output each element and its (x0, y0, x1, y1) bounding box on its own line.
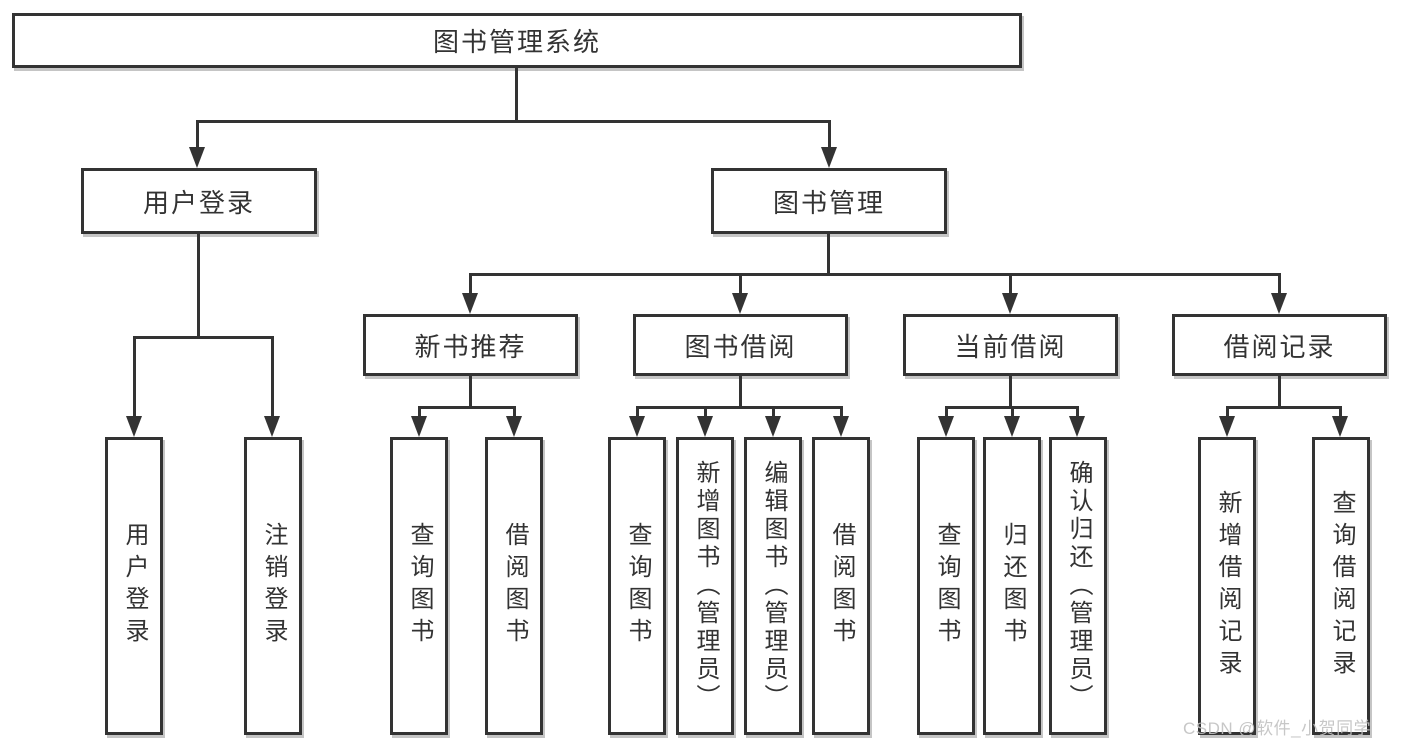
node-label: 新书推荐 (414, 331, 527, 362)
leaf-logout: 注销登录 (244, 437, 302, 735)
arrow-down-icon (697, 406, 713, 437)
connector-line (469, 273, 1281, 276)
node-label: 图书借阅 (684, 331, 797, 362)
arrow-down-icon (126, 336, 142, 437)
csdn-watermark: CSDN @软件_小贺同学 (1183, 719, 1372, 738)
arrow-down-icon (411, 406, 427, 437)
node-borrowing-records: 借阅记录 (1172, 314, 1387, 376)
leaf-borrow-books: 借阅图书 (812, 437, 870, 735)
leaf-label: 查询图书 (406, 522, 433, 650)
leaf-label: 借阅图书 (828, 522, 855, 650)
arrow-down-icon (1332, 406, 1348, 437)
leaf-add-borrow-record: 新增借阅记录 (1198, 437, 1256, 735)
leaf-borrow-books-recommend: 借阅图书 (485, 437, 543, 735)
arrow-down-icon (765, 406, 781, 437)
arrow-down-icon (462, 273, 478, 314)
connector-line (1009, 376, 1012, 408)
node-library-management-system: 图书管理系统 (12, 13, 1022, 68)
arrow-down-icon (1219, 406, 1235, 437)
leaf-label: 用户登录 (121, 522, 148, 650)
connector-line (133, 336, 274, 339)
leaf-query-books-borrow: 查询图书 (608, 437, 666, 735)
leaf-query-books-recommend: 查询图书 (390, 437, 448, 735)
arrow-down-icon (1002, 273, 1018, 314)
arrow-down-icon (1069, 406, 1085, 437)
connector-line (1226, 406, 1341, 409)
leaf-label: 新增图书（管理员） (692, 460, 719, 712)
node-label: 用户登录 (142, 187, 255, 218)
arrow-down-icon (821, 120, 837, 168)
node-book-borrowing: 图书借阅 (633, 314, 848, 376)
arrow-down-icon (1004, 406, 1020, 437)
node-user-login: 用户登录 (81, 168, 317, 234)
node-label: 图书管理 (772, 187, 885, 218)
leaf-add-books-admin: 新增图书（管理员） (676, 437, 734, 735)
leaf-label: 确认归还（管理员） (1065, 460, 1092, 712)
connector-line (515, 68, 518, 123)
connector-line (469, 376, 472, 408)
node-current-borrowing: 当前借阅 (903, 314, 1118, 376)
connector-line (418, 406, 516, 409)
node-label: 借阅记录 (1223, 331, 1336, 362)
connector-line (196, 120, 831, 123)
arrow-down-icon (833, 406, 849, 437)
connector-line (197, 234, 200, 339)
leaf-label: 查询图书 (933, 522, 960, 650)
leaf-label: 注销登录 (260, 522, 287, 650)
leaf-label: 归还图书 (999, 522, 1026, 650)
leaf-label: 查询借阅记录 (1328, 490, 1355, 682)
node-new-book-recommendation: 新书推荐 (363, 314, 578, 376)
node-book-management: 图书管理 (711, 168, 947, 234)
connector-line (739, 376, 742, 408)
connector-line (636, 406, 842, 409)
arrow-down-icon (189, 120, 205, 168)
leaf-label: 借阅图书 (501, 522, 528, 650)
leaf-query-borrow-record: 查询借阅记录 (1312, 437, 1370, 735)
leaf-user-login: 用户登录 (105, 437, 163, 735)
leaf-label: 查询图书 (624, 522, 651, 650)
leaf-label: 新增借阅记录 (1214, 490, 1241, 682)
arrow-down-icon (938, 406, 954, 437)
node-label: 当前借阅 (954, 331, 1067, 362)
leaf-edit-books-admin: 编辑图书（管理员） (744, 437, 802, 735)
arrow-down-icon (732, 273, 748, 314)
arrow-down-icon (264, 336, 280, 437)
connector-line (1278, 376, 1281, 408)
leaf-query-books-current: 查询图书 (917, 437, 975, 735)
leaf-confirm-return-admin: 确认归还（管理员） (1049, 437, 1107, 735)
leaf-return-books: 归还图书 (983, 437, 1041, 735)
connector-line (827, 234, 830, 276)
arrow-down-icon (1271, 273, 1287, 314)
node-label: 图书管理系统 (432, 27, 601, 57)
arrow-down-icon (629, 406, 645, 437)
arrow-down-icon (506, 406, 522, 437)
leaf-label: 编辑图书（管理员） (760, 460, 787, 712)
